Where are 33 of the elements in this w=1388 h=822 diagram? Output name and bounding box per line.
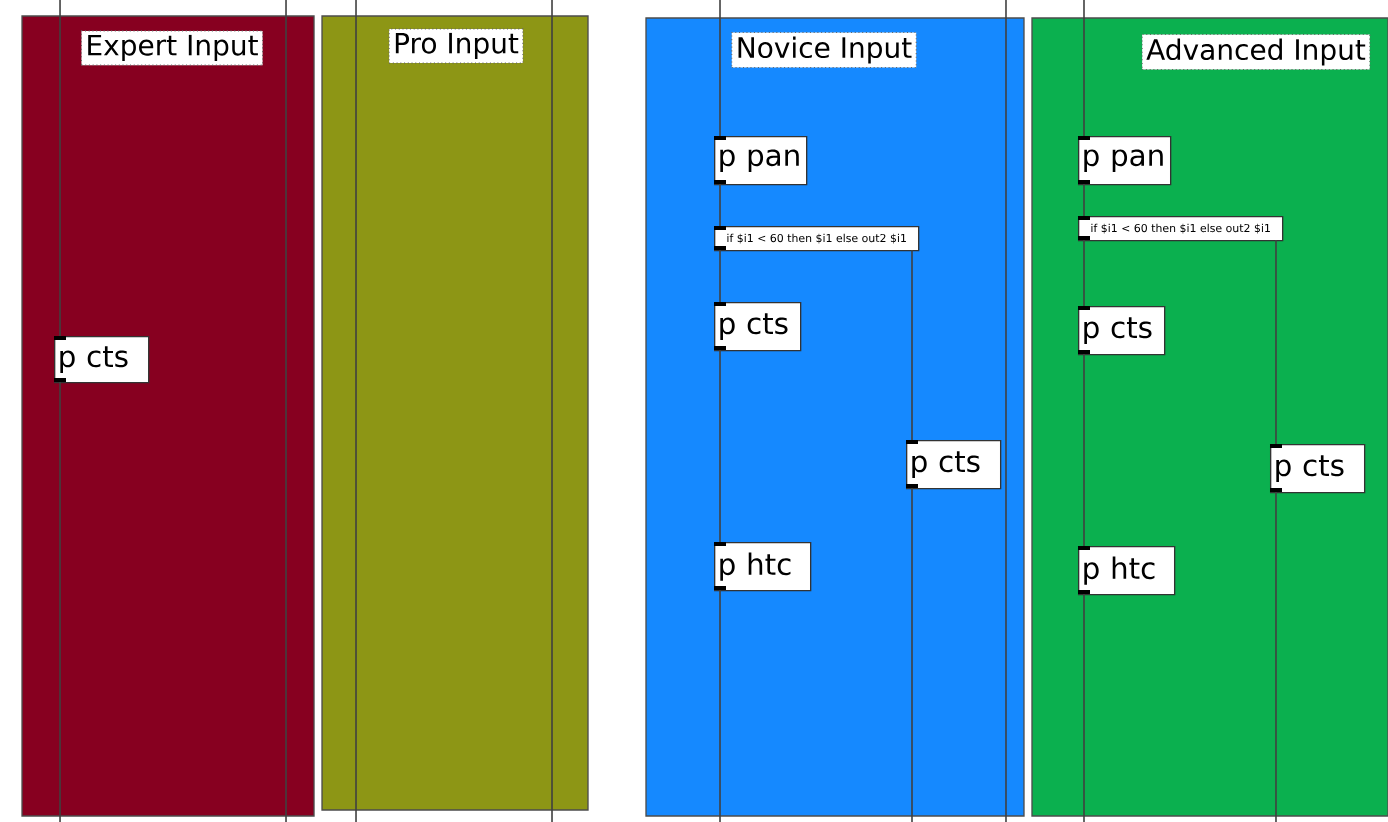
patch-cord	[1083, 183, 1085, 217]
patch-cord	[719, 183, 721, 227]
object-box: p cts	[714, 302, 802, 352]
object-box: p cts	[1078, 306, 1166, 356]
colored-panel	[321, 15, 589, 811]
patch-cord	[911, 249, 913, 441]
patch-cord	[1083, 239, 1085, 307]
patch-cord	[1275, 491, 1277, 822]
object-box: p htc	[1078, 546, 1176, 596]
patch-cord	[59, 381, 61, 822]
object-box: p cts	[906, 440, 1002, 490]
patch-cord	[1083, 593, 1085, 822]
patch-cord	[1083, 0, 1085, 137]
panel-title: Advanced Input	[1146, 38, 1366, 66]
colored-panel	[645, 17, 1025, 817]
object-box: p cts	[54, 336, 150, 384]
panel-title: Pro Input	[395, 32, 519, 60]
patch-cord	[719, 589, 721, 822]
object-box: p pan	[714, 136, 808, 186]
patch-cord	[911, 487, 913, 822]
patch-cord	[719, 349, 721, 543]
object-box: p cts	[1270, 444, 1366, 494]
patch-cord	[1275, 239, 1277, 445]
patch-cord	[719, 0, 721, 137]
patch-cord	[719, 249, 721, 303]
patch-cord	[1083, 353, 1085, 547]
colored-panel	[1031, 17, 1388, 817]
panel-title: Novice Input	[738, 36, 912, 64]
panel-title: Expert Input	[88, 34, 258, 62]
colored-panel	[21, 15, 315, 817]
patch-cord	[59, 0, 61, 337]
object-box: p pan	[1078, 136, 1172, 186]
object-box: p htc	[714, 542, 812, 592]
